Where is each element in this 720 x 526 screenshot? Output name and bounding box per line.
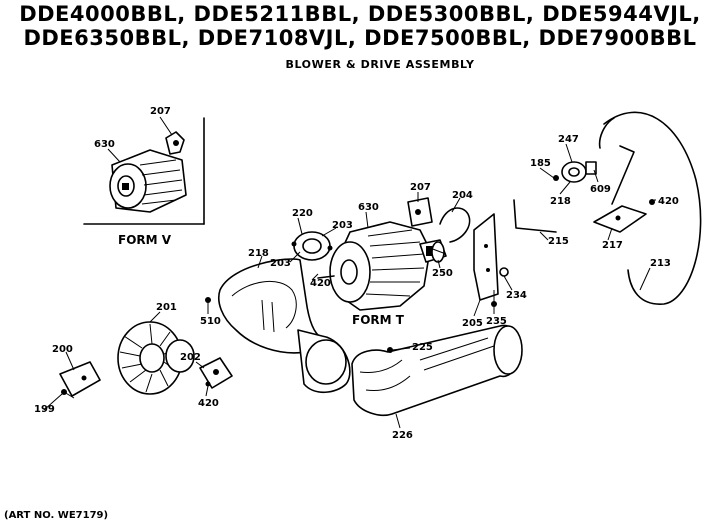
callout-204: 204 (452, 190, 473, 201)
blower-wheel (117, 321, 195, 395)
callout-420-motor: 420 (310, 278, 331, 289)
title-line-2: DDE6350BBL, DDE7108VJL, DDE7500BBL, DDE7… (23, 26, 697, 50)
callout-420-right: 420 (658, 196, 679, 207)
form-v-inset: 207 630 FORM V (83, 106, 205, 247)
callout-218-pulley: 218 (550, 196, 571, 207)
callout-420-bearing: 420 (198, 398, 219, 409)
callout-630-formv: 630 (94, 139, 115, 150)
callout-213: 213 (650, 258, 671, 269)
form-v-label: FORM V (118, 233, 172, 247)
callout-225: 225 (412, 342, 433, 353)
callout-203-left: 203 (270, 258, 291, 269)
idler-pulley-assembly (561, 161, 597, 183)
callout-250: 250 (432, 268, 453, 279)
callout-247: 247 (558, 134, 579, 145)
drum-drive-belt (598, 111, 702, 305)
callout-630-form-t: 630 (358, 202, 379, 213)
callout-217: 217 (602, 240, 623, 251)
callout-218-housing: 218 (248, 248, 269, 259)
form-t-label: FORM T (352, 313, 405, 327)
wheel-bracket (59, 361, 101, 397)
callout-201: 201 (156, 302, 177, 313)
callout-207-form-t: 207 (410, 182, 431, 193)
callout-203-top: 203 (332, 220, 353, 231)
callout-185: 185 (530, 158, 551, 169)
form-v-switch (165, 131, 185, 155)
callout-235: 235 (486, 316, 507, 327)
motor-mount-bracket (291, 231, 333, 261)
idler-arm-rod (513, 145, 635, 233)
callout-220: 220 (292, 208, 313, 219)
blower-housing (218, 258, 351, 394)
callout-207-formv: 207 (150, 106, 171, 117)
art-number: (ART NO. WE7179) (4, 510, 109, 521)
belt-guide-plate (593, 205, 647, 233)
callout-215: 215 (548, 236, 569, 247)
callout-202: 202 (180, 352, 201, 363)
callout-510: 510 (200, 316, 221, 327)
exhaust-duct (351, 324, 523, 416)
idler-bracket (473, 213, 499, 301)
drive-motor-form-t (317, 221, 447, 311)
callout-200: 200 (52, 344, 73, 355)
centrifugal-switch (407, 197, 433, 227)
callout-199: 199 (34, 404, 55, 415)
idler-arm (439, 207, 471, 243)
callout-234: 234 (506, 290, 527, 301)
leader-lines (43, 143, 656, 429)
form-v-motor (109, 149, 187, 213)
subtitle: BLOWER & DRIVE ASSEMBLY (285, 58, 475, 71)
callout-205: 205 (462, 318, 483, 329)
blower-bearing (199, 357, 233, 389)
title-line-1: DDE4000BBL, DDE5211BBL, DDE5300BBL, DDE5… (19, 2, 701, 26)
callout-609: 609 (590, 184, 611, 195)
callout-226: 226 (392, 430, 413, 441)
